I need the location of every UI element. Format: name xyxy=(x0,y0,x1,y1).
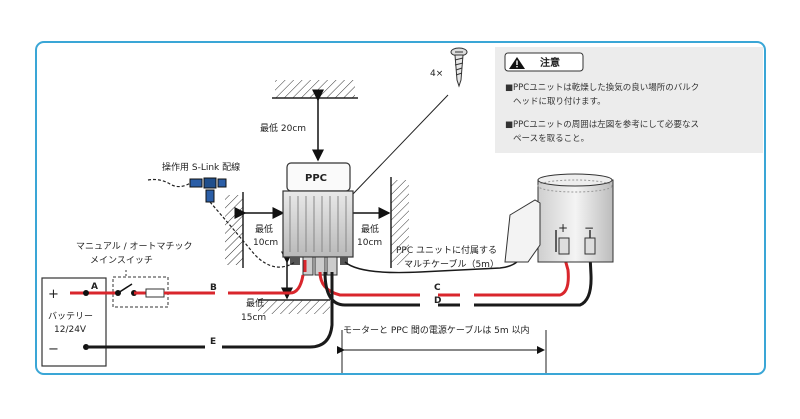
cable-red xyxy=(70,260,307,298)
caution-box: 注意 ■PPCユニットは乾燥した換気の良い場所のバルク ヘッドに取り付けます。 … xyxy=(495,47,763,153)
screw-icon xyxy=(450,47,468,88)
motor-minus: − xyxy=(584,221,594,235)
bottom-clearance-label-b: 15cm xyxy=(241,313,266,323)
switch-label-2: メインスイッチ xyxy=(90,255,153,266)
slink-connector xyxy=(189,177,227,203)
switch-label-1: マニュアル / オートマチック xyxy=(76,241,193,252)
ppc-label: PPC xyxy=(305,173,327,184)
ppc-unit: PPC xyxy=(282,162,354,276)
warning-icon xyxy=(509,57,525,69)
motor-plus: + xyxy=(558,221,568,235)
caution-line-2a: ■PPCユニットの周囲は左図を参考にして必要なス xyxy=(505,119,699,130)
cable-letter-c: C xyxy=(434,283,441,293)
left-clearance-label-b: 10cm xyxy=(253,238,278,248)
dimension-line xyxy=(337,330,547,373)
motor xyxy=(504,173,614,263)
floor-hatch xyxy=(258,299,330,314)
cable-c-right xyxy=(474,251,570,297)
fuse xyxy=(145,288,165,298)
top-clearance-label: 最低 20cm xyxy=(260,122,306,134)
caution-line-1b: ヘッドに取り付けます。 xyxy=(513,96,606,107)
motor-minus-terminal xyxy=(584,237,596,255)
cable-letter-b: B xyxy=(210,283,217,293)
battery-label: バッテリー xyxy=(48,311,93,322)
dimension-label: モーターと PPC 間の電源ケーブルは 5m 以内 xyxy=(343,324,530,336)
caution-line-1a: ■PPCユニットは乾燥した換気の良い場所のバルク xyxy=(505,82,699,93)
battery-voltage: 12/24V xyxy=(54,325,87,335)
bottom-clearance-label-a: 最低 xyxy=(246,297,264,309)
slink-label: 操作用 S-Link 配線 xyxy=(162,161,240,173)
slink-cable-drop xyxy=(209,201,296,268)
right-wall-hatch xyxy=(390,177,409,268)
right-clearance-label-b: 10cm xyxy=(357,238,382,248)
caution-title: 注意 xyxy=(540,56,560,69)
slink-cable-left xyxy=(147,178,193,188)
caution-badge xyxy=(504,52,584,72)
motor-control-box xyxy=(504,199,541,263)
cable-e xyxy=(83,272,334,350)
left-clearance-label-a: 最低 xyxy=(255,223,273,235)
switch-lever xyxy=(117,283,133,294)
ppc-heatsink xyxy=(282,190,354,258)
cable-letter-d: D xyxy=(434,296,441,306)
battery-plus: + xyxy=(48,287,59,302)
motor-plus-terminal xyxy=(558,237,570,255)
multi-cable-label-2: マルチケーブル（5m） xyxy=(404,258,499,270)
cable-letter-e: E xyxy=(210,337,216,347)
battery-minus: − xyxy=(48,342,59,357)
ceiling-hatch xyxy=(272,80,358,99)
cable-letter-a: A xyxy=(91,282,98,292)
screw-qty: 4× xyxy=(430,69,443,79)
cable-d-right xyxy=(474,254,593,307)
multi-cable-label-1: PPC ユニットに付属する xyxy=(396,245,497,256)
caution-line-2b: ペースを取ること。 xyxy=(513,134,589,144)
screw-leader-line xyxy=(351,94,449,196)
right-clearance-label-a: 最低 xyxy=(361,223,379,235)
